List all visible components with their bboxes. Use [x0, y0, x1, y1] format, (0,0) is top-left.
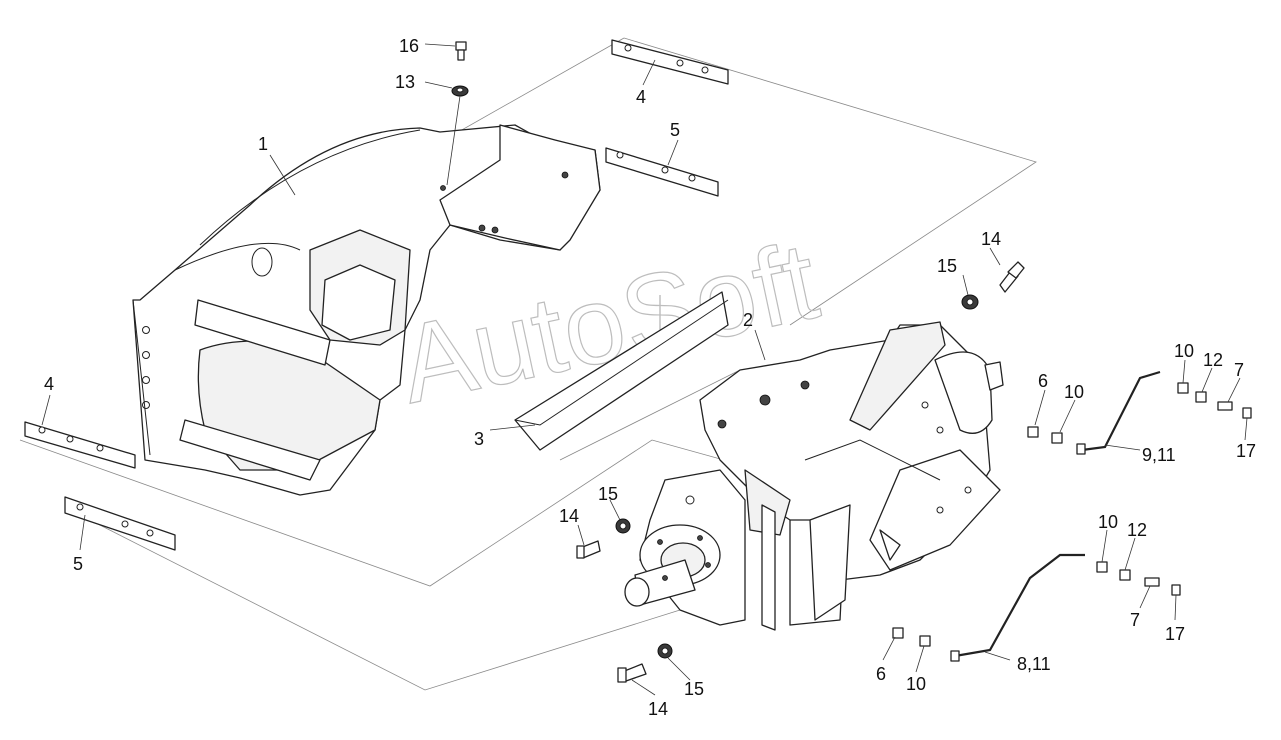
callout-14-bottom: 14: [648, 699, 668, 719]
nut-10-lower-b: [1096, 561, 1108, 573]
callout-10-upper-a: 10: [1064, 382, 1084, 402]
callout-10-lower-a: 10: [906, 674, 926, 694]
callout-15-top: 15: [937, 256, 957, 276]
fittings-upper: [1027, 382, 1252, 444]
washer-12-upper: [1195, 391, 1207, 403]
callout-17-upper: 17: [1236, 441, 1256, 461]
callout-15-mid: 15: [598, 484, 618, 504]
callout-3: 3: [474, 429, 484, 449]
fitting-6-upper: [1027, 426, 1039, 438]
callout-4-left: 4: [44, 374, 54, 394]
part-5-plate-left: [64, 496, 176, 551]
bolt-14-mid: [576, 540, 601, 559]
grease-nipple-17-lower: [1171, 584, 1181, 596]
part-4-plate-top: [611, 39, 729, 85]
part-1-housing: [132, 124, 601, 496]
callout-10-upper-b: 10: [1174, 341, 1194, 361]
grease-nipple-17-upper: [1242, 407, 1252, 419]
part-3-angle-strip: [514, 291, 729, 451]
part-2-gearbox-assembly: [624, 321, 1004, 631]
callout-7-lower: 7: [1130, 610, 1140, 630]
callout-12-lower: 12: [1127, 520, 1147, 540]
callout-4-top: 4: [636, 87, 646, 107]
callout-5-left: 5: [73, 554, 83, 574]
callout-7-upper: 7: [1234, 360, 1244, 380]
lube-line-9-11: [1076, 370, 1161, 455]
bolt-14-top: [999, 261, 1025, 293]
callout-labels: 16 13 1 4 5 2 3 4 5 14 15 6 10 9,11 10 1…: [44, 36, 1256, 719]
callout-16: 16: [399, 36, 419, 56]
washer-15-top: [961, 294, 979, 310]
callout-17-lower: 17: [1165, 624, 1185, 644]
callout-14-top: 14: [981, 229, 1001, 249]
callout-8-11: 8,11: [1017, 654, 1051, 674]
callout-13: 13: [395, 72, 415, 92]
leader-lines: [41, 43, 1248, 696]
callout-5-top: 5: [670, 120, 680, 140]
washer-15-mid: [615, 518, 631, 534]
callout-9-11: 9,11: [1142, 445, 1176, 465]
nut-10-lower-a: [919, 635, 931, 647]
adapter-7-lower: [1144, 577, 1160, 587]
callout-10-lower-b: 10: [1098, 512, 1118, 532]
washer-13: [451, 85, 469, 97]
callout-2: 2: [743, 310, 753, 330]
bolt-16-axis-line: [446, 95, 461, 186]
fitting-6-lower: [892, 627, 904, 639]
callout-15-bottom: 15: [684, 679, 704, 699]
nut-10-upper-a: [1051, 432, 1063, 444]
lube-line-8-11: [950, 553, 1085, 662]
washer-12-lower: [1119, 569, 1131, 581]
washer-15-bottom: [657, 643, 673, 659]
nut-10-upper-b: [1177, 382, 1189, 394]
bolt-14-bottom: [617, 663, 647, 683]
callout-12-upper: 12: [1203, 350, 1223, 370]
part-4-plate-left: [24, 421, 136, 469]
bolt-16: [455, 41, 467, 61]
callout-14-mid: 14: [559, 506, 579, 526]
callout-1: 1: [258, 134, 268, 154]
callout-6-upper: 6: [1038, 371, 1048, 391]
assembly-guide-lines: [19, 37, 1037, 691]
fittings-lower: [892, 561, 1181, 647]
callout-6-lower: 6: [876, 664, 886, 684]
part-5-plate-top: [605, 147, 719, 197]
adapter-7-upper: [1217, 401, 1233, 411]
